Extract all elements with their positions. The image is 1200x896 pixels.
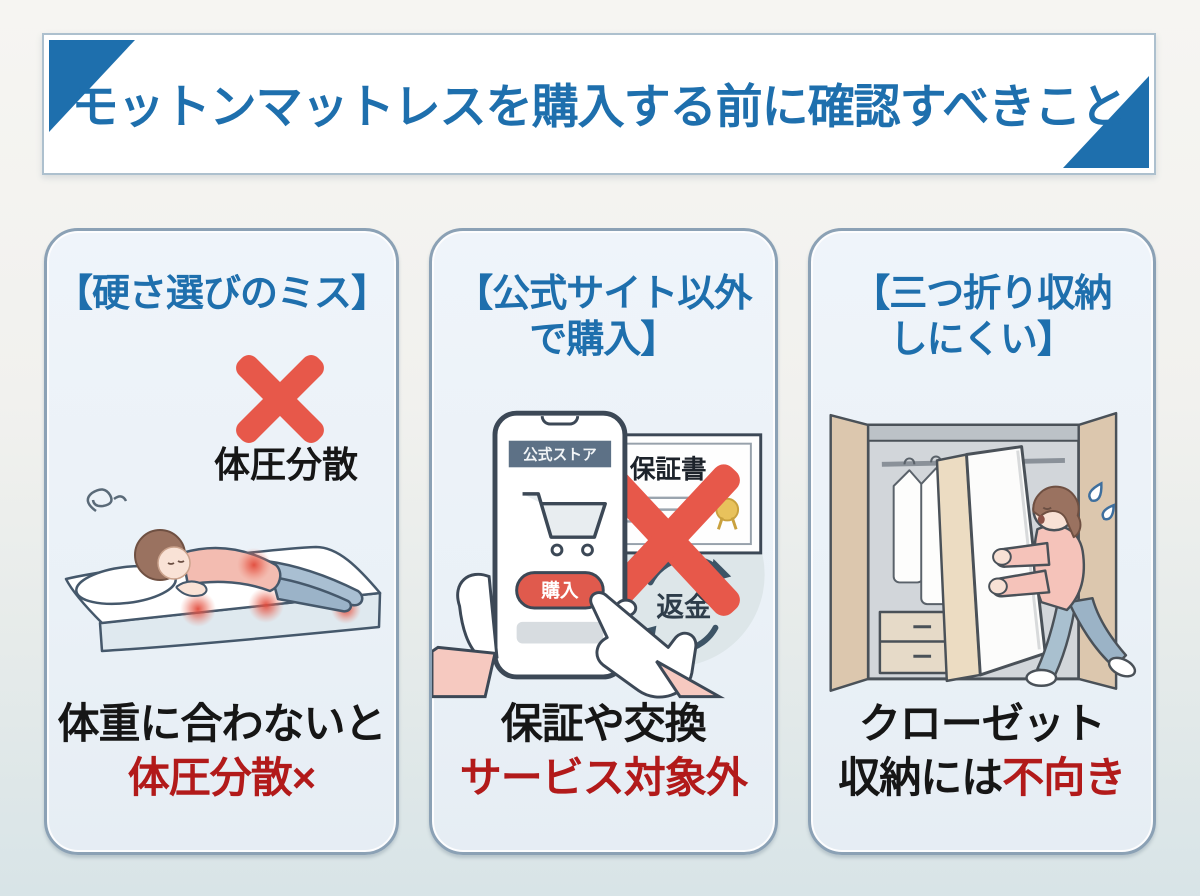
- card2-caption-red: サービス対象外: [459, 754, 748, 802]
- page-title: モットンマットレスを購入する前に確認すべきこと: [71, 80, 1128, 134]
- phone-purchase-illustration: 返金 保証書: [432, 410, 765, 699]
- card-trifold-storage: 【三つ折り収納 しにくい】: [807, 228, 1157, 855]
- buy-button[interactable]: 購入: [515, 571, 605, 610]
- card1-caption-black: 体重に合わないと: [57, 699, 387, 747]
- card3-title: 【三つ折り収納 しにくい】: [819, 271, 1146, 364]
- card3-caption-black2: 収納には: [838, 754, 1003, 802]
- header-banner: モットンマットレスを購入する前に確認すべきこと: [42, 33, 1156, 175]
- card3-illustration: [811, 397, 1154, 699]
- card2-caption: 保証や交換 サービス対象外: [432, 697, 775, 806]
- card1-illustration: 体圧分散: [47, 341, 396, 659]
- cart-icon: [522, 492, 607, 557]
- card2-caption-black: 保証や交換: [500, 699, 707, 747]
- card1-title: 【硬さ選びのミス】: [55, 271, 389, 317]
- cards-row: 【硬さ選びのミス】: [44, 228, 1157, 855]
- card3-caption: クローゼット 収納には不向き: [811, 697, 1154, 806]
- card3-title-line2: しにくい】: [889, 319, 1075, 362]
- pressure-distribution-label: 体圧分散: [213, 444, 357, 485]
- card2-title: 【公式サイト以外 で購入】: [440, 271, 767, 364]
- left-sleeve-cuff: [432, 645, 497, 699]
- card1-caption: 体重に合わないと 体圧分散×: [47, 697, 396, 806]
- phone-header-bar: [508, 440, 612, 468]
- buy-button-label: 購入: [541, 580, 579, 601]
- card1-title-line1: 【硬さ選びのミス】: [55, 273, 389, 315]
- stress-squiggle-icon: [86, 488, 127, 513]
- card3-caption-red: 不向き: [1002, 754, 1126, 802]
- cross-mark-icon: [235, 355, 324, 443]
- closet-push-illustration: [828, 411, 1136, 692]
- pushing-woman-figure: [987, 485, 1136, 688]
- phone-notch-icon: [540, 415, 580, 426]
- pointing-hand: [589, 591, 726, 699]
- card1-caption-red: 体圧分散×: [127, 754, 317, 802]
- card3-caption-black1: クローゼット: [858, 699, 1106, 747]
- sleeping-woman-illustration: 体圧分散: [64, 355, 381, 653]
- certificate-title: 保証書: [629, 455, 707, 484]
- hip-pressure-glow: [236, 548, 271, 582]
- right-sleeve-cuff: [655, 659, 726, 699]
- smartphone: 公式ストア 購入: [492, 410, 628, 680]
- arm: [174, 580, 208, 597]
- card3-title-line1: 【三つ折り収納: [852, 273, 1112, 315]
- card2-illustration: 返金 保証書: [432, 397, 775, 699]
- card-firmness-mistake: 【硬さ選びのミス】: [44, 228, 400, 855]
- cross-mark-icon: [596, 464, 740, 616]
- card2-title-line2: で購入】: [529, 319, 678, 362]
- sweat-drops-icon: [1087, 481, 1115, 521]
- sleeping-woman-figure: [133, 529, 363, 613]
- placeholder-bar: [516, 621, 604, 644]
- card2-title-line1: 【公式サイト以外: [455, 273, 752, 315]
- card-non-official-purchase: 【公式サイト以外 で購入】 返金: [429, 228, 778, 855]
- phone-store-label: 公式ストア: [523, 445, 597, 463]
